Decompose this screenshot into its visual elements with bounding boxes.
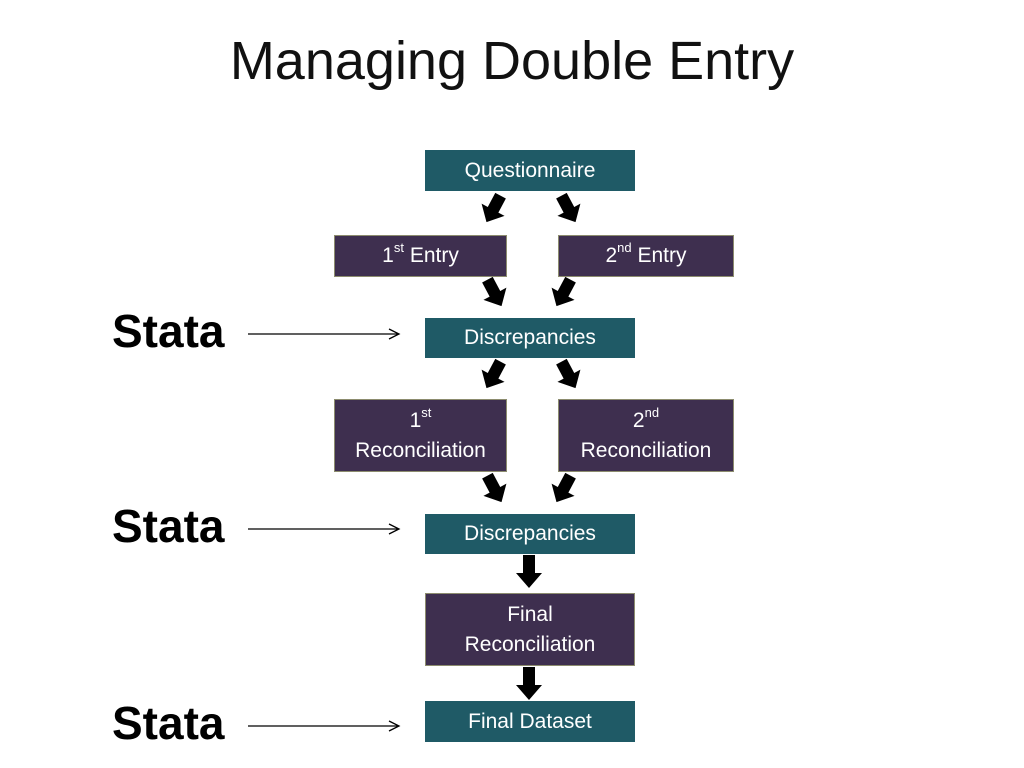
node-final-dataset: Final Dataset: [425, 701, 635, 742]
arrow-entry2-to-discrepancies: [551, 276, 576, 307]
node-questionnaire: Questionnaire: [425, 150, 635, 191]
arrow-final-recon-to-final-dataset: [516, 667, 542, 700]
arrow-recon2-to-discrepancies2: [551, 472, 576, 503]
arrow-questionnaire-to-entry1: [481, 192, 506, 223]
node-first-entry-label: 1st Entry: [382, 240, 459, 268]
slide-title: Managing Double Entry: [229, 31, 795, 91]
node-discrepancies-1: Discrepancies: [425, 318, 635, 358]
node-questionnaire-label: Questionnaire: [464, 158, 596, 182]
arrow-discrepancies2-to-final-recon: [516, 555, 542, 588]
arrow-entry1-to-discrepancies: [482, 276, 507, 307]
node-final-dataset-label: Final Dataset: [468, 709, 592, 733]
stata-pointer-arrow-3: [248, 720, 401, 732]
arrow-questionnaire-to-entry2: [556, 192, 581, 223]
node-second-entry: 2nd Entry: [558, 235, 734, 277]
stata-pointer-arrow-1: [248, 328, 401, 340]
node-discrepancies-2: Discrepancies: [425, 514, 635, 554]
stata-label-3: Stata: [112, 697, 225, 749]
node-discrepancies-1-label: Discrepancies: [464, 326, 596, 350]
node-second-entry-label: 2nd Entry: [605, 240, 687, 268]
arrow-discrepancies-to-recon2: [556, 358, 581, 389]
arrow-discrepancies-to-recon1: [481, 358, 506, 389]
stata-label-2: Stata: [112, 500, 225, 552]
arrow-recon1-to-discrepancies2: [482, 472, 507, 503]
node-first-entry: 1st Entry: [334, 235, 507, 277]
node-discrepancies-2-label: Discrepancies: [464, 522, 596, 546]
stata-pointer-arrow-2: [248, 523, 401, 535]
stata-label-1: Stata: [112, 305, 225, 357]
